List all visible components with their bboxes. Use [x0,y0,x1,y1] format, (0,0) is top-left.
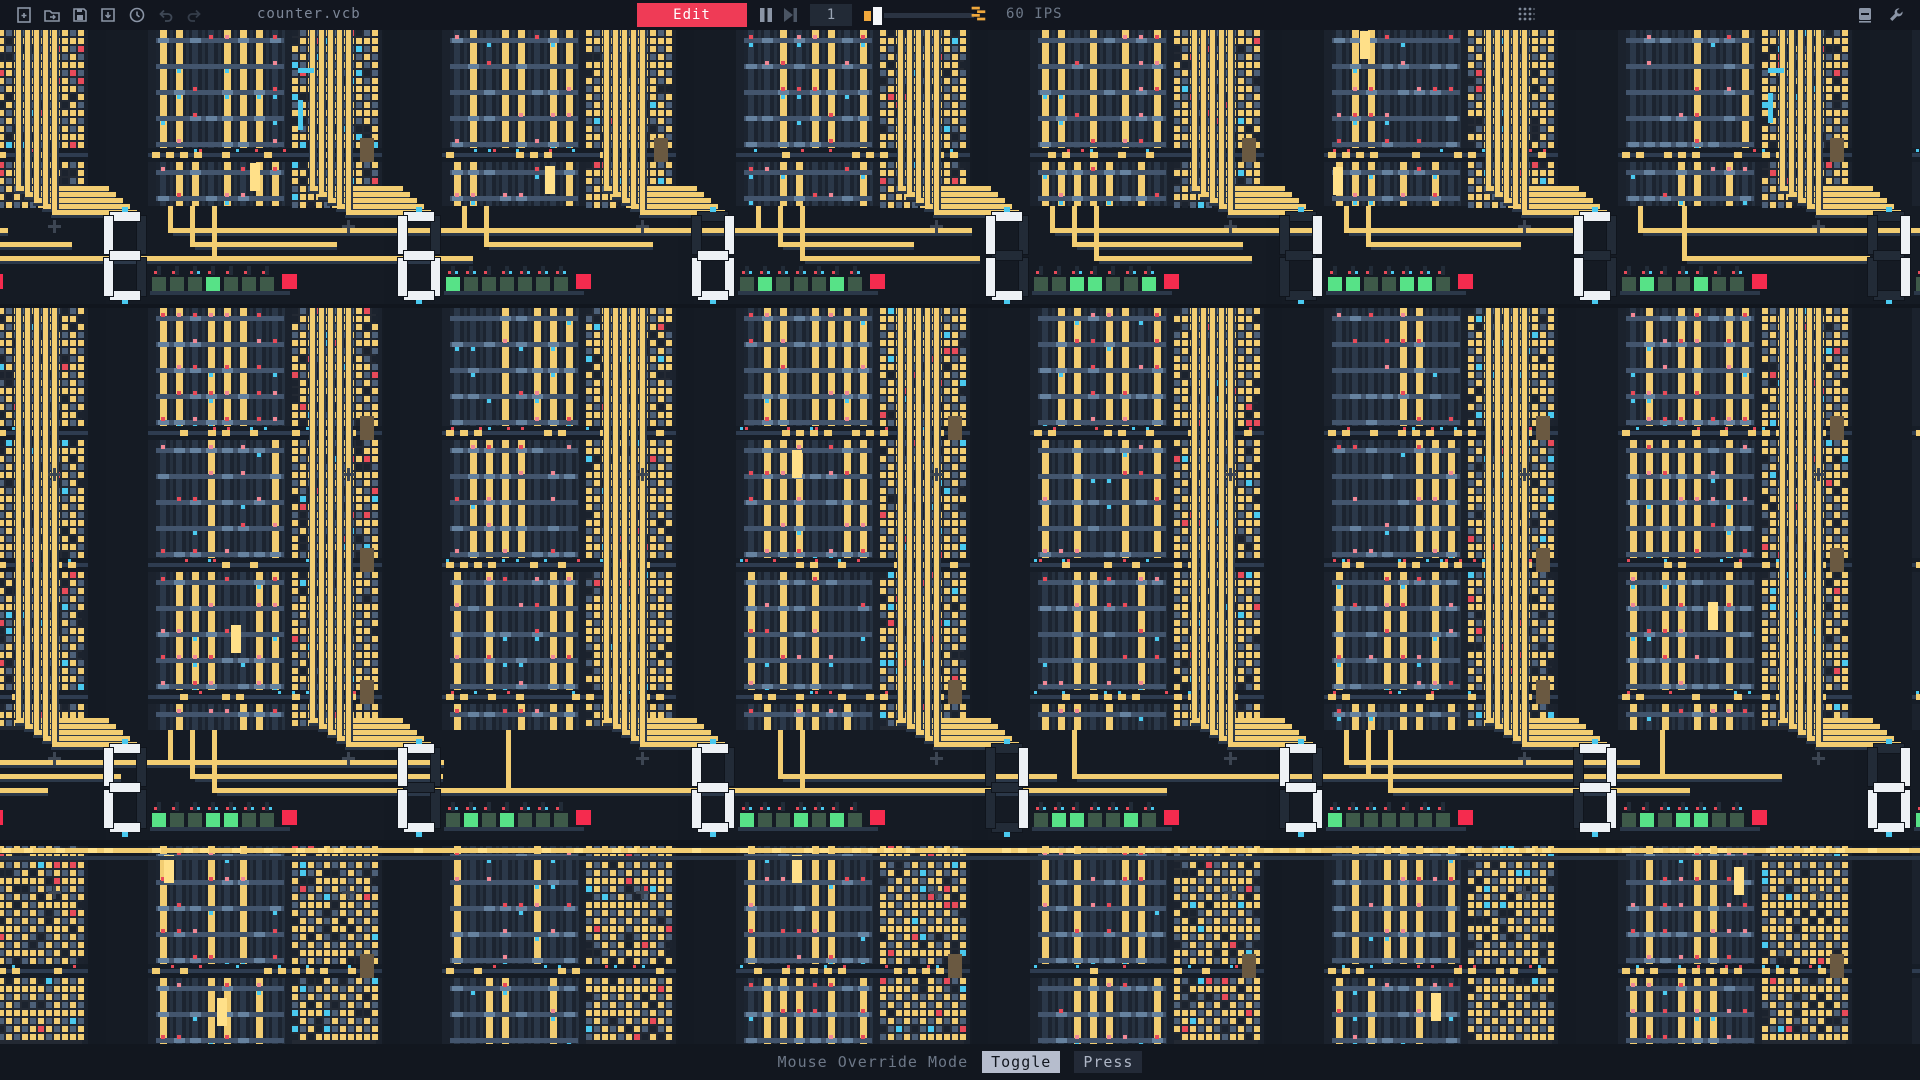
settings-wrench-icon[interactable] [1886,5,1906,25]
history-icon[interactable] [127,5,147,25]
speed-slider[interactable] [864,5,976,25]
status-bar: Mouse Override Mode Toggle Press [0,1044,1920,1080]
save-icon[interactable] [70,5,90,25]
manual-book-icon[interactable] [1855,5,1875,25]
edit-mode-button[interactable]: Edit [637,3,747,27]
simulation-layers-icon[interactable] [968,4,988,24]
undo-icon[interactable] [156,5,176,25]
open-file-icon[interactable] [42,5,62,25]
ips-counter: 60 IPS [1006,6,1063,22]
file-title: counter.vcb [257,6,361,22]
ticks-per-frame-input[interactable]: 1 [810,4,852,26]
slider-accent [864,11,871,21]
toolbar: counter.vcb Edit 1 60 IPS [0,0,1920,30]
step-frame-icon[interactable] [780,5,800,25]
mouse-override-mode-label: Mouse Override Mode [777,1053,969,1071]
redo-icon[interactable] [184,5,204,25]
pause-icon[interactable] [756,5,776,25]
save-as-icon[interactable] [98,5,118,25]
new-file-icon[interactable] [14,5,34,25]
slider-handle [873,7,882,25]
circuit-canvas[interactable] [0,30,1920,1044]
grid-dots-icon[interactable] [1516,5,1536,25]
press-option[interactable]: Press [1074,1051,1143,1073]
toggle-option[interactable]: Toggle [982,1051,1061,1073]
